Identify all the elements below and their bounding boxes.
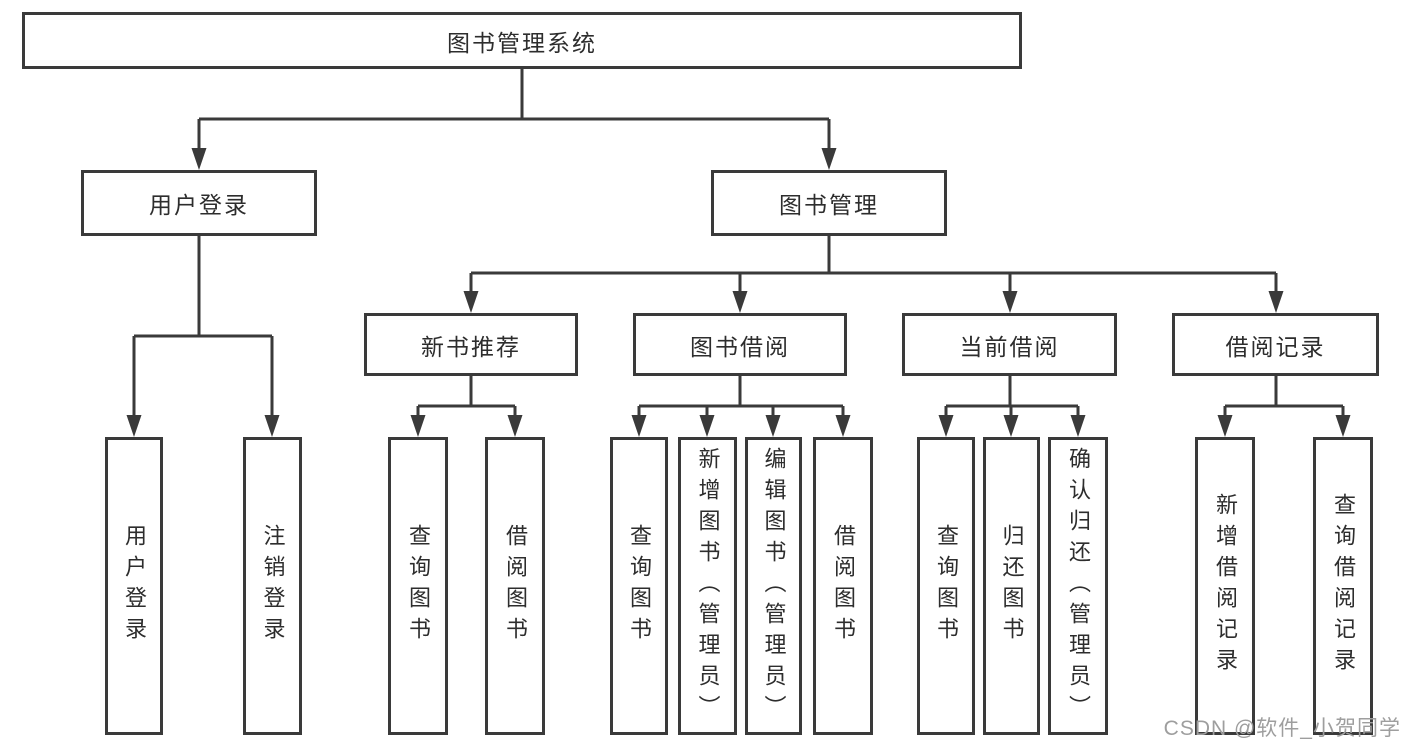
watermark: CSDN @软件_小贺同学: [1163, 717, 1401, 740]
leaf-logout-login: 注销登录: [243, 437, 302, 735]
arrowhead-icon: [126, 148, 1351, 437]
node-label: 借阅图书: [503, 524, 528, 648]
node-label: 图书管理: [779, 192, 879, 218]
node-label: 注销登录: [260, 524, 286, 648]
leaf-borrow-books-borrowing: 借阅图书: [813, 437, 873, 735]
node-current-borrowing: 当前借阅: [902, 313, 1117, 376]
node-book-management: 图书管理: [711, 170, 947, 236]
leaf-add-borrow-record: 新增借阅记录: [1195, 437, 1255, 735]
leaf-return-books: 归还图书: [983, 437, 1040, 735]
node-user-login: 用户登录: [81, 170, 317, 236]
node-label: 图书借阅: [690, 333, 790, 360]
node-library-management-system: 图书管理系统: [22, 12, 1022, 69]
leaf-borrow-books-recommend: 借阅图书: [485, 437, 545, 735]
node-label: 借阅记录: [1225, 333, 1326, 360]
leaf-search-books-current: 查询图书: [917, 437, 975, 735]
node-label: 查询借阅记录: [1331, 493, 1356, 679]
leaf-search-books-borrowing: 查询图书: [610, 437, 668, 735]
leaf-add-books-admin: 新增图书（管理员）: [678, 437, 737, 735]
node-label: 归还图书: [999, 524, 1025, 648]
node-label: 用户登录: [149, 192, 249, 218]
leaf-search-borrow-record: 查询借阅记录: [1313, 437, 1373, 735]
leaf-user-login: 用户登录: [105, 437, 163, 735]
connector-path: [132, 69, 1345, 418]
node-label: 借阅图书: [831, 524, 856, 648]
node-label: 用户登录: [122, 524, 147, 648]
leaf-search-books-recommend: 查询图书: [388, 437, 448, 735]
node-label: 新增借阅记录: [1213, 493, 1238, 679]
leaf-confirm-return-admin: 确认归还（管理员）: [1048, 437, 1108, 735]
node-book-borrowing: 图书借阅: [633, 313, 847, 376]
node-label: 查询图书: [627, 524, 652, 648]
node-label: 新书推荐: [421, 333, 521, 360]
node-label: 编辑图书（管理员）: [761, 446, 787, 726]
node-borrowing-records: 借阅记录: [1172, 313, 1379, 376]
node-label: 确认归还（管理员）: [1066, 446, 1091, 726]
node-label: 查询图书: [406, 524, 431, 648]
node-label: 查询图书: [934, 524, 959, 648]
node-label: 图书管理系统: [447, 29, 597, 56]
leaf-edit-books-admin: 编辑图书（管理员）: [745, 437, 802, 735]
node-label: 当前借阅: [959, 333, 1060, 360]
node-new-book-recommendation: 新书推荐: [364, 313, 578, 376]
node-label: 新增图书（管理员）: [695, 446, 721, 726]
